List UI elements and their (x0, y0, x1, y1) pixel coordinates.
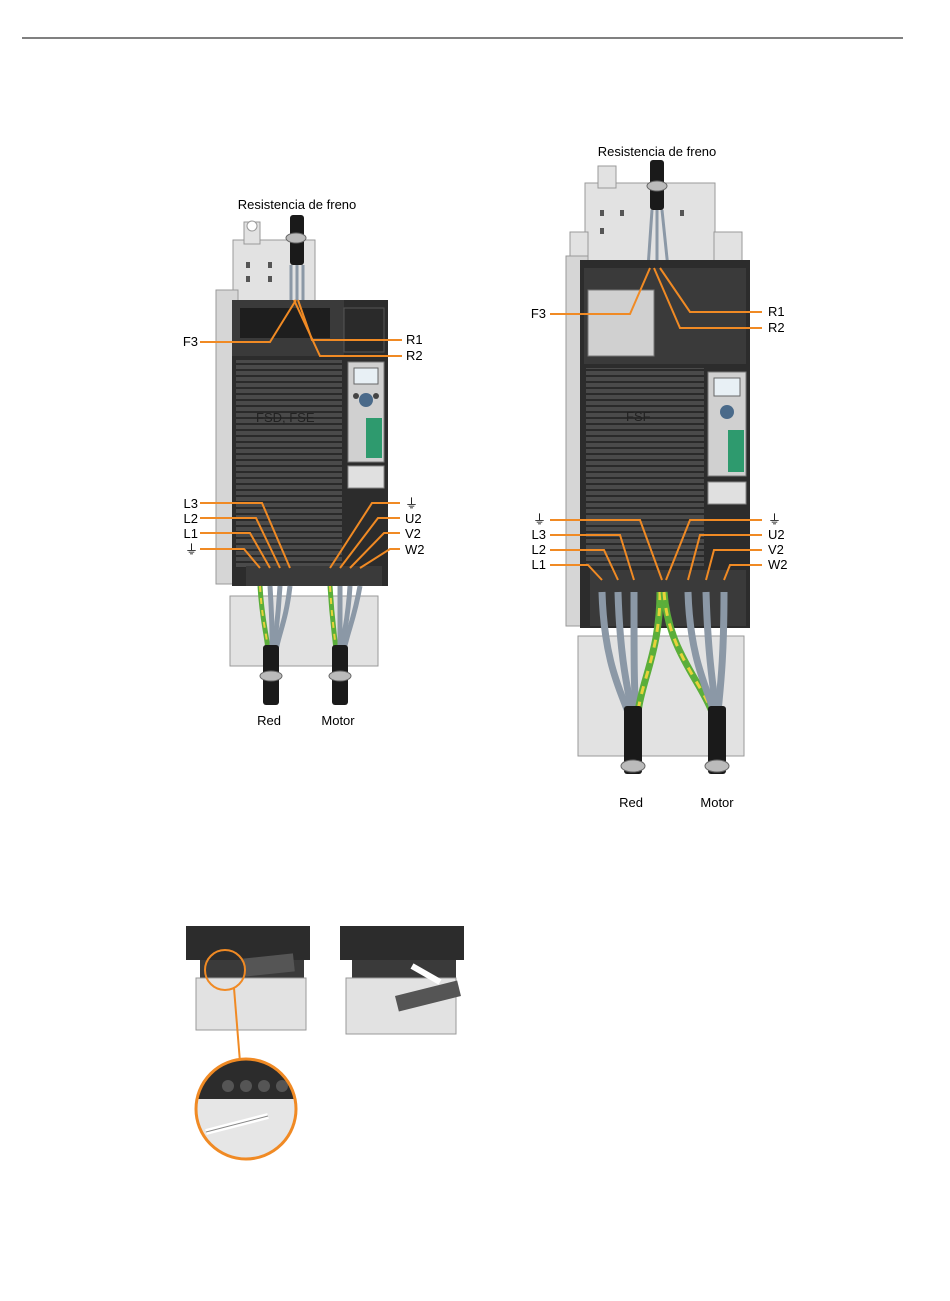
right-label-ground-motor: ⏚ (768, 513, 781, 526)
left-label-l3: L3 (184, 497, 198, 510)
right-label-w2: W2 (768, 558, 788, 571)
left-label-r1: R1 (406, 333, 423, 346)
right-label-u2: U2 (768, 528, 785, 541)
left-label-l1: L1 (184, 527, 198, 540)
left-label-r2: R2 (406, 349, 423, 362)
right-model-label: FSF (626, 410, 651, 423)
left-label-w2: W2 (405, 543, 425, 556)
right-label-l1: L1 (532, 558, 546, 571)
right-brake-resistor-title: Resistencia de freno (598, 145, 717, 158)
left-label-f3: F3 (183, 335, 198, 348)
right-label-l3: L3 (532, 528, 546, 541)
right-label-f3: F3 (531, 307, 546, 320)
left-label-u2: U2 (405, 512, 422, 525)
right-label-l2: L2 (532, 543, 546, 556)
right-label-r2: R2 (768, 321, 785, 334)
right-label-red: Red (619, 796, 643, 809)
right-label-v2: V2 (768, 543, 784, 556)
left-brake-resistor-title: Resistencia de freno (238, 198, 357, 211)
left-label-ground-mains: ⏚ (185, 543, 198, 556)
left-label-ground-motor: ⏚ (405, 497, 418, 510)
right-label-r1: R1 (768, 305, 785, 318)
right-label-ground-mains: ⏚ (533, 513, 546, 526)
left-model-label: FSD, FSE (256, 411, 315, 424)
left-label-v2: V2 (405, 527, 421, 540)
left-label-motor: Motor (321, 714, 354, 727)
left-label-l2: L2 (184, 512, 198, 525)
right-label-motor: Motor (700, 796, 733, 809)
left-label-red: Red (257, 714, 281, 727)
